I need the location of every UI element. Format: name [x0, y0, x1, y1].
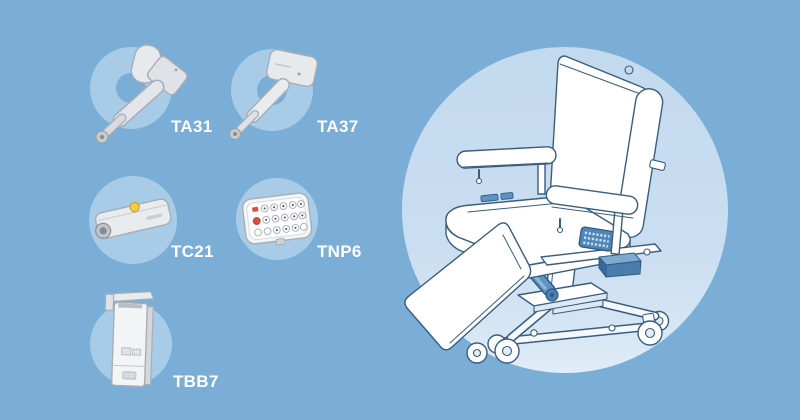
product-label-tbb7: TBB7: [173, 372, 219, 391]
product-item-tnp6[interactable]: TNP6: [233, 176, 362, 268]
chair-armrest-right: [545, 185, 639, 255]
product-item-ta37[interactable]: TA37: [230, 45, 360, 140]
product-item-tc21[interactable]: TC21: [89, 176, 215, 268]
control-box-icon: [94, 198, 172, 240]
linear-actuator-icon: [95, 44, 188, 144]
rail-clamp-highlight: [480, 192, 514, 203]
product-item-ta31[interactable]: TA31: [88, 45, 215, 140]
chair-base-frame: [466, 290, 670, 364]
battery-pack-icon: [104, 291, 155, 388]
chair-armrest-left: [456, 146, 557, 195]
product-label-tnp6: TNP6: [317, 242, 362, 261]
keypad-hand-control-icon: [241, 192, 313, 246]
linear-actuator-icon: [228, 48, 318, 141]
chair-underseat-equipment: [540, 226, 662, 278]
chair-caster: [637, 312, 663, 346]
product-label-tc21: TC21: [171, 242, 214, 261]
product-item-tbb7[interactable]: TBB7: [88, 300, 218, 395]
control-box-highlight: [598, 252, 642, 278]
product-label-ta37: TA37: [317, 117, 359, 136]
dialysis-chair-illustration: [404, 55, 670, 364]
product-label-ta31: TA31: [171, 117, 213, 136]
chair-caster: [487, 334, 520, 364]
chair-footrest: [404, 222, 532, 351]
keypad-highlight: [578, 226, 615, 252]
